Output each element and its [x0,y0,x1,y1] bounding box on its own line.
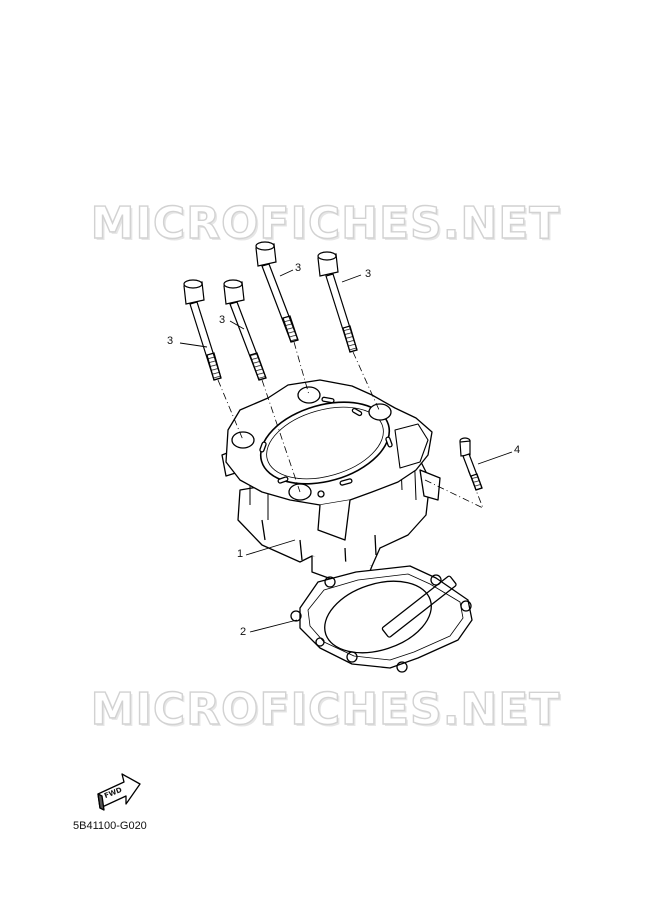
watermark-bottom: MICROFICHES.NET [90,683,561,735]
callout-3-stud-3: 3 [295,262,302,274]
stud-bolt-4 [317,251,358,353]
callout-3-stud-2: 3 [219,314,226,326]
bolt-part [459,437,483,491]
watermark-top: MICROFICHES.NET [90,197,561,249]
alignment-lines [217,341,484,509]
stud-bolt-part [183,241,358,381]
leader-lines [179,269,513,633]
callout-2: 2 [240,626,247,638]
callout-4: 4 [514,444,521,456]
cylinder-part [221,379,441,585]
diagram-code: 5B41100-G020 [73,820,147,832]
callout-1: 1 [237,548,244,560]
cylinder-gasket-part [290,565,473,673]
callout-3-stud-4: 3 [365,268,372,280]
stud-bolt-2 [223,279,267,381]
forward-direction-icon [97,773,141,811]
stud-bolt-1 [183,279,222,381]
stud-bolt-3 [255,241,299,343]
callout-3-stud-1: 3 [167,335,174,347]
